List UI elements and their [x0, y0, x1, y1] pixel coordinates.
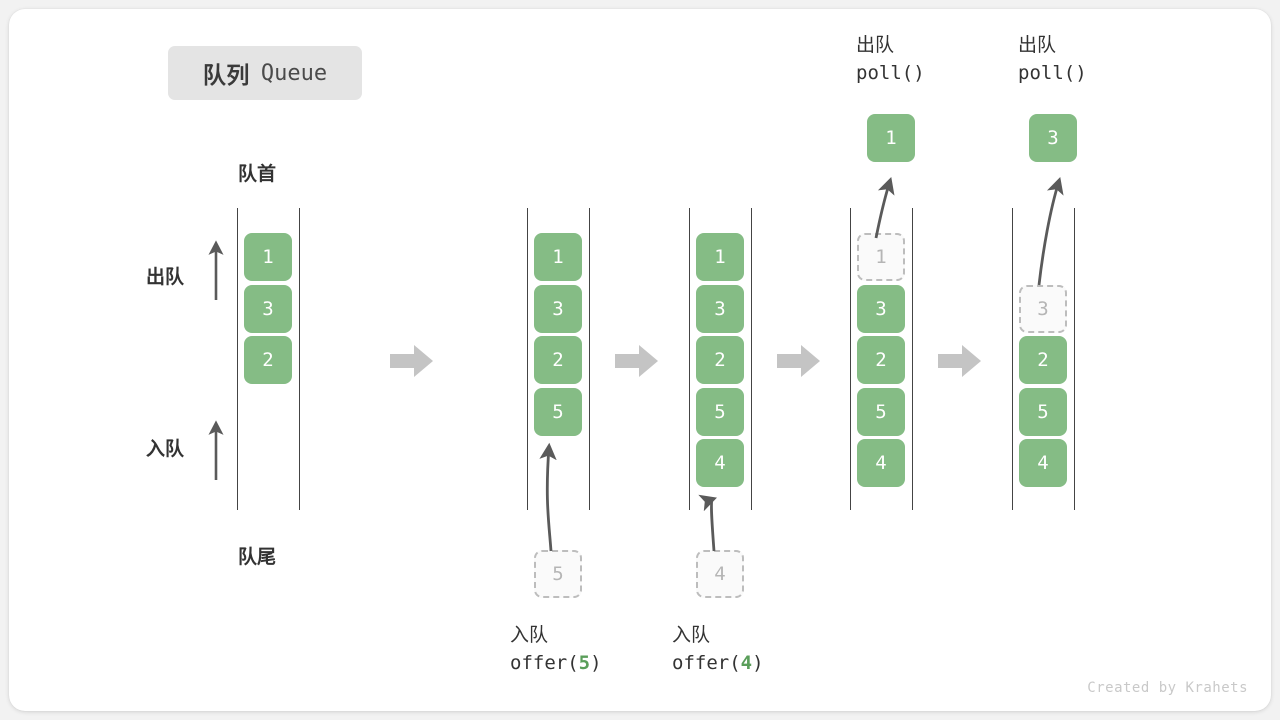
queue-rail — [689, 208, 690, 510]
queue-rail — [1012, 208, 1013, 510]
queue-element: 4 — [1019, 439, 1067, 487]
queue-element: 3 — [696, 284, 744, 333]
queue-element: 4 — [857, 439, 905, 487]
queue-rail — [751, 208, 752, 510]
queue-element: 3 — [534, 284, 582, 333]
stage-caption-code: poll() — [1018, 62, 1087, 84]
stage-caption-cn: 入队 — [510, 625, 549, 646]
transition-arrow-icon — [777, 342, 821, 380]
queue-element: 2 — [534, 336, 582, 384]
queue-rail — [589, 208, 590, 510]
queue-element: 5 — [857, 387, 905, 436]
stage-caption-code: offer(5) — [510, 652, 602, 674]
queue-incoming-element: 4 — [696, 550, 744, 598]
queue-front-label: 队首 — [238, 164, 277, 185]
queue-element: 3 — [857, 284, 905, 333]
queue-ghost-element: 1 — [857, 233, 905, 281]
queue-element: 3 — [244, 284, 292, 333]
queue-element: 1 — [244, 233, 292, 281]
queue-element: 2 — [857, 336, 905, 384]
queue-rail — [850, 208, 851, 510]
queue-element: 2 — [696, 336, 744, 384]
queue-popped-element: 1 — [867, 114, 915, 162]
transition-arrow-icon — [938, 342, 982, 380]
transition-arrow-icon — [615, 342, 659, 380]
queue-incoming-element: 5 — [534, 550, 582, 598]
queue-rail — [1074, 208, 1075, 510]
queue-element: 1 — [696, 233, 744, 281]
queue-rail — [912, 208, 913, 510]
title-label-cn: 队列 — [202, 62, 250, 88]
title-badge: 队列 Queue — [168, 46, 362, 100]
queue-element: 1 — [534, 233, 582, 281]
code-argument: 4 — [740, 652, 753, 674]
stage-caption-cn: 入队 — [672, 625, 711, 646]
code-argument: 5 — [578, 652, 591, 674]
title-label-en: Queue — [260, 60, 328, 86]
queue-ghost-element: 3 — [1019, 284, 1067, 333]
queue-rear-label: 队尾 — [238, 547, 277, 568]
stage-caption-cn: 出队 — [1018, 35, 1057, 56]
queue-rail — [299, 208, 300, 510]
queue-element: 5 — [696, 387, 744, 436]
queue-rail — [527, 208, 528, 510]
stage-caption-cn: 出队 — [856, 35, 895, 56]
dequeue-direction-label: 出队 — [146, 267, 185, 288]
queue-element: 4 — [696, 439, 744, 487]
stage-caption-code: offer(4) — [672, 652, 764, 674]
queue-rail — [237, 208, 238, 510]
stage-caption-code: poll() — [856, 62, 925, 84]
queue-element: 2 — [1019, 336, 1067, 384]
queue-element: 5 — [1019, 387, 1067, 436]
enqueue-direction-label: 入队 — [146, 439, 185, 460]
transition-arrow-icon — [390, 342, 434, 380]
queue-element: 2 — [244, 336, 292, 384]
queue-popped-element: 3 — [1029, 114, 1077, 162]
queue-element: 5 — [534, 387, 582, 436]
credit-label: Created by Krahets — [1087, 680, 1248, 696]
